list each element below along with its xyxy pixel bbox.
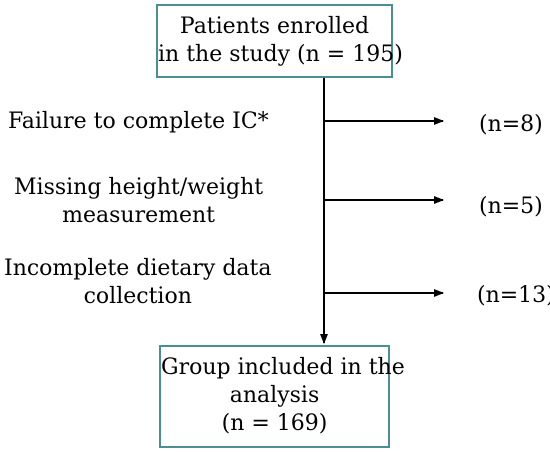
analysis-box-line-2: analysis bbox=[229, 383, 320, 408]
exclusion-count-2: (n=5) bbox=[479, 194, 543, 219]
exclusion-label-2-line-2: measurement bbox=[62, 203, 216, 228]
analysis-group-box: Group included in the analysis (n = 169) bbox=[159, 345, 405, 448]
exclusion-count-1: (n=8) bbox=[479, 112, 543, 137]
analysis-box-line-1: Group included in the bbox=[161, 355, 405, 380]
exclusion-label-2-line-1: Missing height/weight bbox=[14, 175, 264, 200]
enrolled-box-line-1: Patients enrolled bbox=[179, 14, 370, 39]
exclusion-label-1: Failure to complete IC* bbox=[8, 108, 269, 136]
enrolled-box-line-2: in the study (n = 195) bbox=[158, 42, 403, 67]
exclusion-label-2: Missing height/weight measurement bbox=[14, 174, 263, 230]
exclusion-label-1-text: Failure to complete IC* bbox=[8, 109, 269, 134]
exclusion-label-3-line-2: collection bbox=[83, 284, 192, 309]
analysis-box-line-3: (n = 169) bbox=[221, 411, 328, 436]
exclusion-count-3: (n=13) bbox=[477, 283, 550, 308]
enrolled-patients-box: Patients enrolled in the study (n = 195) bbox=[156, 4, 403, 78]
exclusion-label-3: Incomplete dietary data collection bbox=[4, 255, 271, 311]
exclusion-label-3-line-1: Incomplete dietary data bbox=[4, 256, 272, 281]
